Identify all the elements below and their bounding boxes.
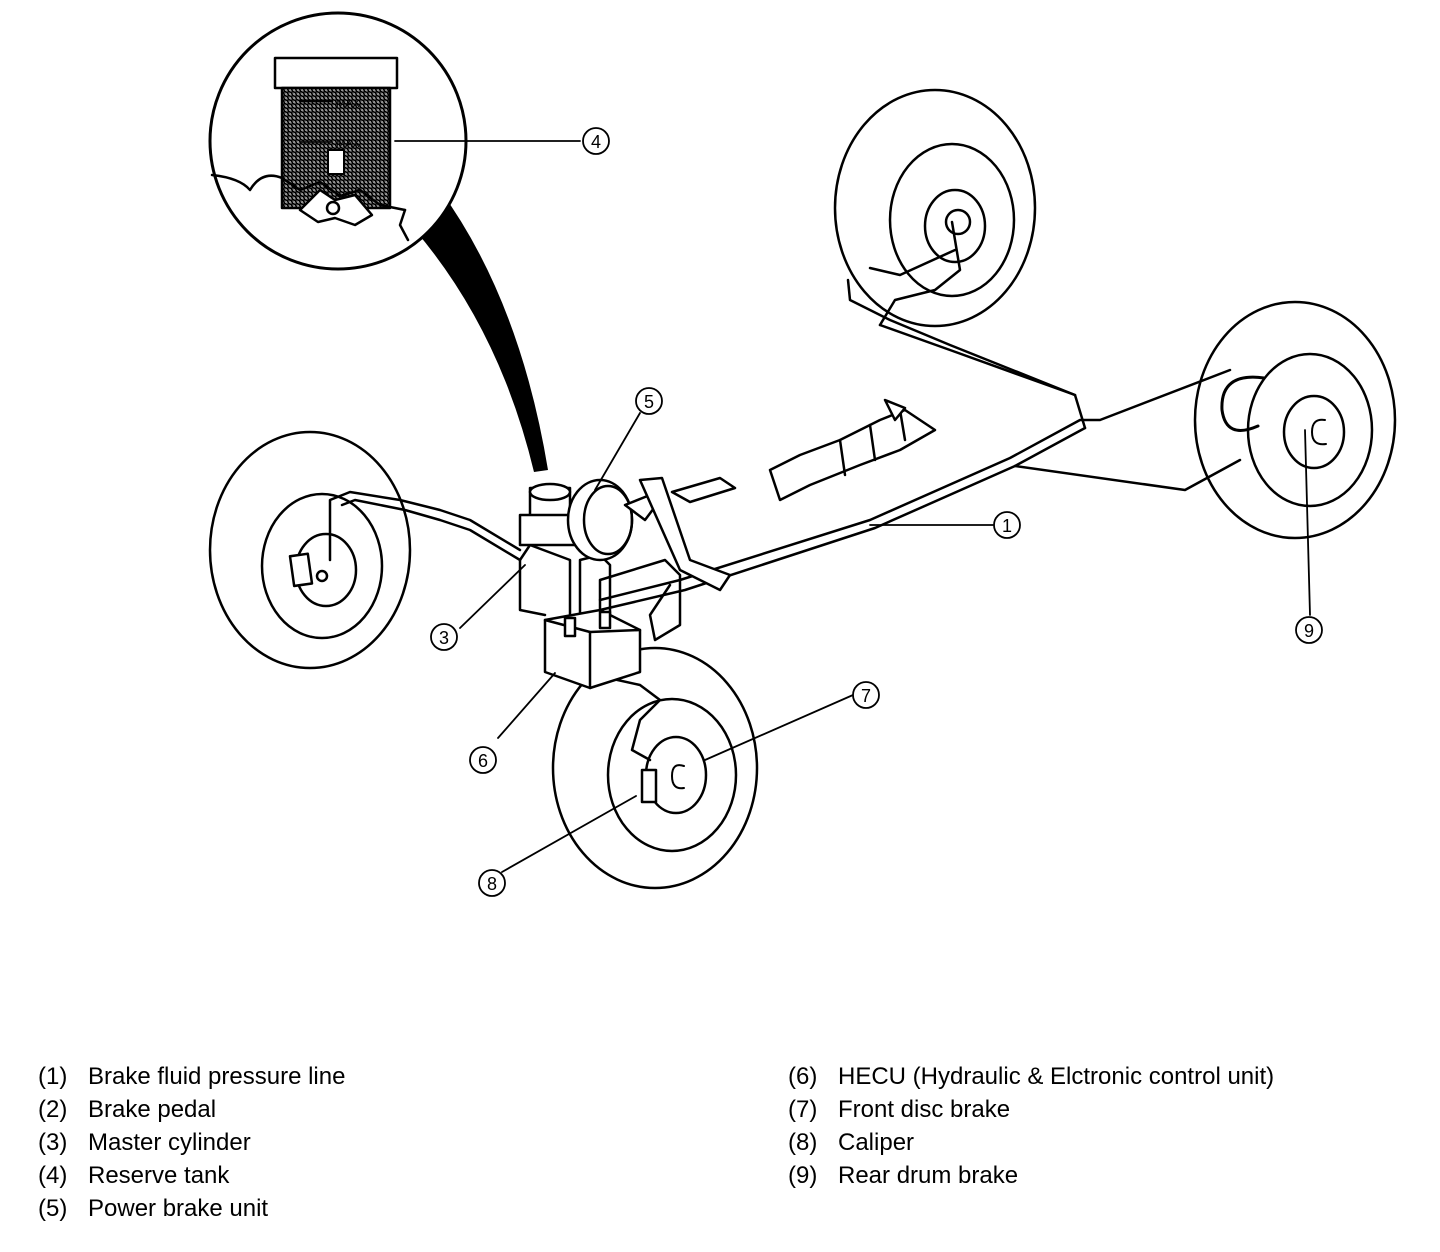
legend-item-3: (3) Master cylinder <box>38 1126 345 1159</box>
legend-number: (6) <box>788 1063 818 1090</box>
legend-item-2: (2) Brake pedal <box>38 1093 345 1126</box>
brake-system-diagram: MAX MAX <box>208 11 1397 897</box>
svg-text:7: 7 <box>861 686 871 706</box>
legend-label: Power brake unit <box>88 1195 269 1222</box>
brake-pedal-assembly <box>638 476 737 592</box>
parking-brake-mechanism <box>768 398 937 502</box>
svg-text:1: 1 <box>1002 516 1012 536</box>
legend-label: Brake pedal <box>88 1096 217 1123</box>
legend-number: (5) <box>38 1195 68 1222</box>
rear-left-wheel <box>833 88 1037 328</box>
svg-text:6: 6 <box>478 751 488 771</box>
legend-left-column: (1) Brake fluid pressure line (2) Brake … <box>38 1060 345 1225</box>
svg-text:3: 3 <box>439 628 449 648</box>
legend-label: Brake fluid pressure line <box>88 1063 346 1090</box>
legend-label: Reserve tank <box>88 1162 230 1189</box>
legend-number: (9) <box>788 1162 818 1189</box>
callout-4: 4 <box>582 127 610 155</box>
callout-3: 3 <box>430 623 458 651</box>
legend-item-1: (1) Brake fluid pressure line <box>38 1060 345 1093</box>
svg-text:8: 8 <box>487 874 497 894</box>
front-left-wheel <box>208 430 412 670</box>
legend-item-5: (5) Power brake unit <box>38 1192 345 1225</box>
legend-item-9: (9) Rear drum brake <box>788 1159 1274 1192</box>
brake-fluid-lines <box>328 220 1242 762</box>
svg-text:5: 5 <box>644 392 654 412</box>
svg-text:4: 4 <box>591 132 601 152</box>
legend-label: Front disc brake <box>838 1096 1011 1123</box>
legend-label: Caliper <box>838 1129 915 1156</box>
reserve-tank-magnifier: MAX MAX <box>208 11 548 472</box>
legend-item-7: (7) Front disc brake <box>788 1093 1274 1126</box>
callout-8: 8 <box>478 869 506 897</box>
callout-1: 1 <box>993 511 1021 539</box>
legend-number: (8) <box>788 1129 818 1156</box>
hecu-unit <box>543 608 642 690</box>
max-mark-upper: MAX <box>336 98 361 110</box>
legend-item-8: (8) Caliper <box>788 1126 1274 1159</box>
rear-right-wheel <box>1193 300 1397 540</box>
legend-number: (1) <box>38 1063 68 1090</box>
front-right-wheel <box>551 646 759 890</box>
legend-item-4: (4) Reserve tank <box>38 1159 345 1192</box>
callout-5: 5 <box>635 387 663 415</box>
leader-lines <box>394 140 1311 873</box>
callout-7: 7 <box>852 681 880 709</box>
legend-label: Rear drum brake <box>838 1162 1019 1189</box>
legend-number: (3) <box>38 1129 68 1156</box>
legend-number: (7) <box>788 1096 818 1123</box>
svg-text:9: 9 <box>1304 621 1314 641</box>
legend-label: HECU (Hydraulic & Elctronic control unit… <box>838 1063 1275 1090</box>
legend-number: (2) <box>38 1096 68 1123</box>
callout-9: 9 <box>1295 616 1323 644</box>
legend-label: Master cylinder <box>88 1129 251 1156</box>
reserve-tank-reservoir: MAX MAX <box>273 56 399 210</box>
callout-6: 6 <box>469 746 497 774</box>
power-brake-unit <box>566 478 662 562</box>
legend-number: (4) <box>38 1162 68 1189</box>
legend-right-column: (6) HECU (Hydraulic & Elctronic control … <box>788 1060 1274 1192</box>
max-mark-lower: MAX <box>336 138 361 150</box>
legend-item-6: (6) HECU (Hydraulic & Elctronic control … <box>788 1060 1274 1093</box>
